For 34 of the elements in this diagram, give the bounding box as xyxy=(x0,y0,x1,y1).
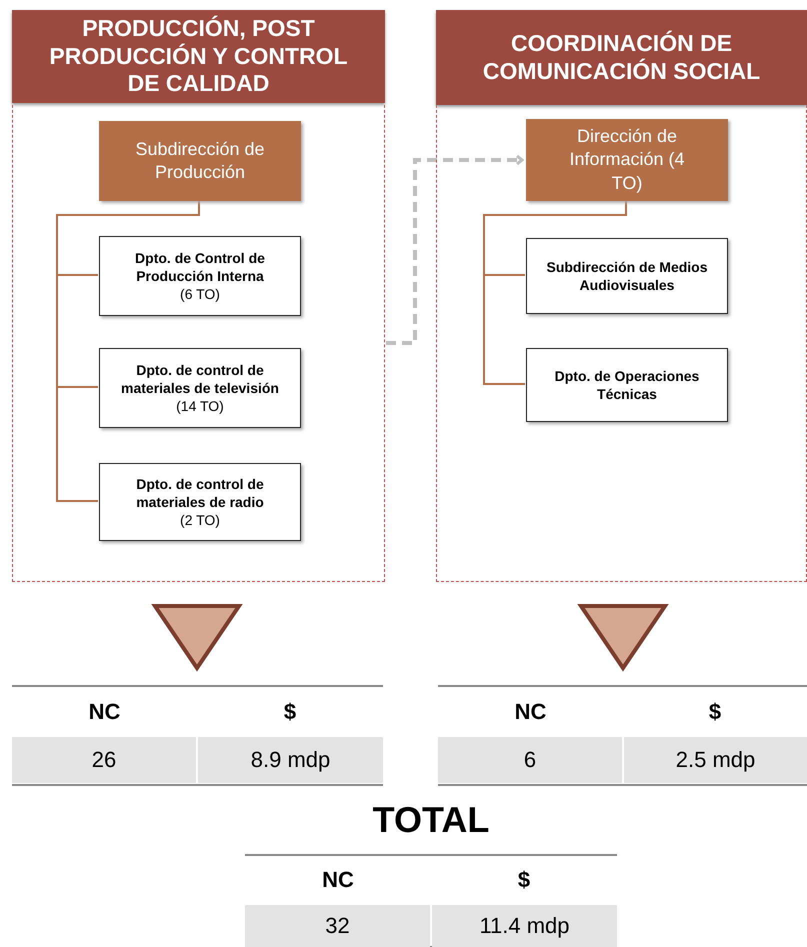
table-cell: 32 xyxy=(245,905,430,947)
department-box xyxy=(99,348,301,428)
department-box xyxy=(99,236,301,316)
dashed-group-panel xyxy=(12,10,385,582)
department-box xyxy=(99,463,301,541)
table-header-cell-text: $ xyxy=(282,698,298,726)
dashed-group-panel xyxy=(436,10,807,582)
org-unit-box: Subdirección de Producción xyxy=(99,121,301,201)
dashed-arrow xyxy=(386,154,524,345)
department-box xyxy=(526,348,728,422)
org-unit-box: Dirección de Información (4 TO) xyxy=(526,119,728,201)
department-name: Dpto. de Control de Producción Interna xyxy=(134,248,266,286)
table-header-cell-text: NC xyxy=(514,698,548,726)
table-cell: 26 xyxy=(12,737,196,783)
department-name: Dpto. de Operaciones Técnicas xyxy=(554,366,700,404)
table-cell: 2.5 mdp xyxy=(624,737,807,783)
table-cell: 6 xyxy=(438,737,622,783)
staff-count: (2 TO) xyxy=(180,511,220,530)
total-heading: TOTAL xyxy=(372,798,490,842)
department-name: Dpto. de control de materiales de televisión xyxy=(120,360,280,398)
department-name: Dpto. de control de materiales de radio xyxy=(135,474,265,512)
table-cell: 8.9 mdp xyxy=(198,737,383,783)
department-name: Subdirección de Medios Audiovisuales xyxy=(545,258,709,294)
department-box xyxy=(526,238,728,314)
table-header-cell-text: NC xyxy=(88,698,122,726)
staff-count: (14 TO) xyxy=(176,397,224,416)
table-header-cell-text: NC xyxy=(321,866,355,894)
table-cell: 11.4 mdp xyxy=(432,905,617,947)
table-header-cell-text: $ xyxy=(516,866,532,894)
section-header: COORDINACIÓN DE COMUNICACIÓN SOCIAL xyxy=(436,10,807,105)
staff-count: (6 TO) xyxy=(180,285,220,304)
connector-line xyxy=(483,200,627,385)
table-header-cell-text: $ xyxy=(708,698,722,726)
section-header: PRODUCCIÓN, POST PRODUCCIÓN Y CONTROL DE CALIDAD xyxy=(12,10,385,103)
